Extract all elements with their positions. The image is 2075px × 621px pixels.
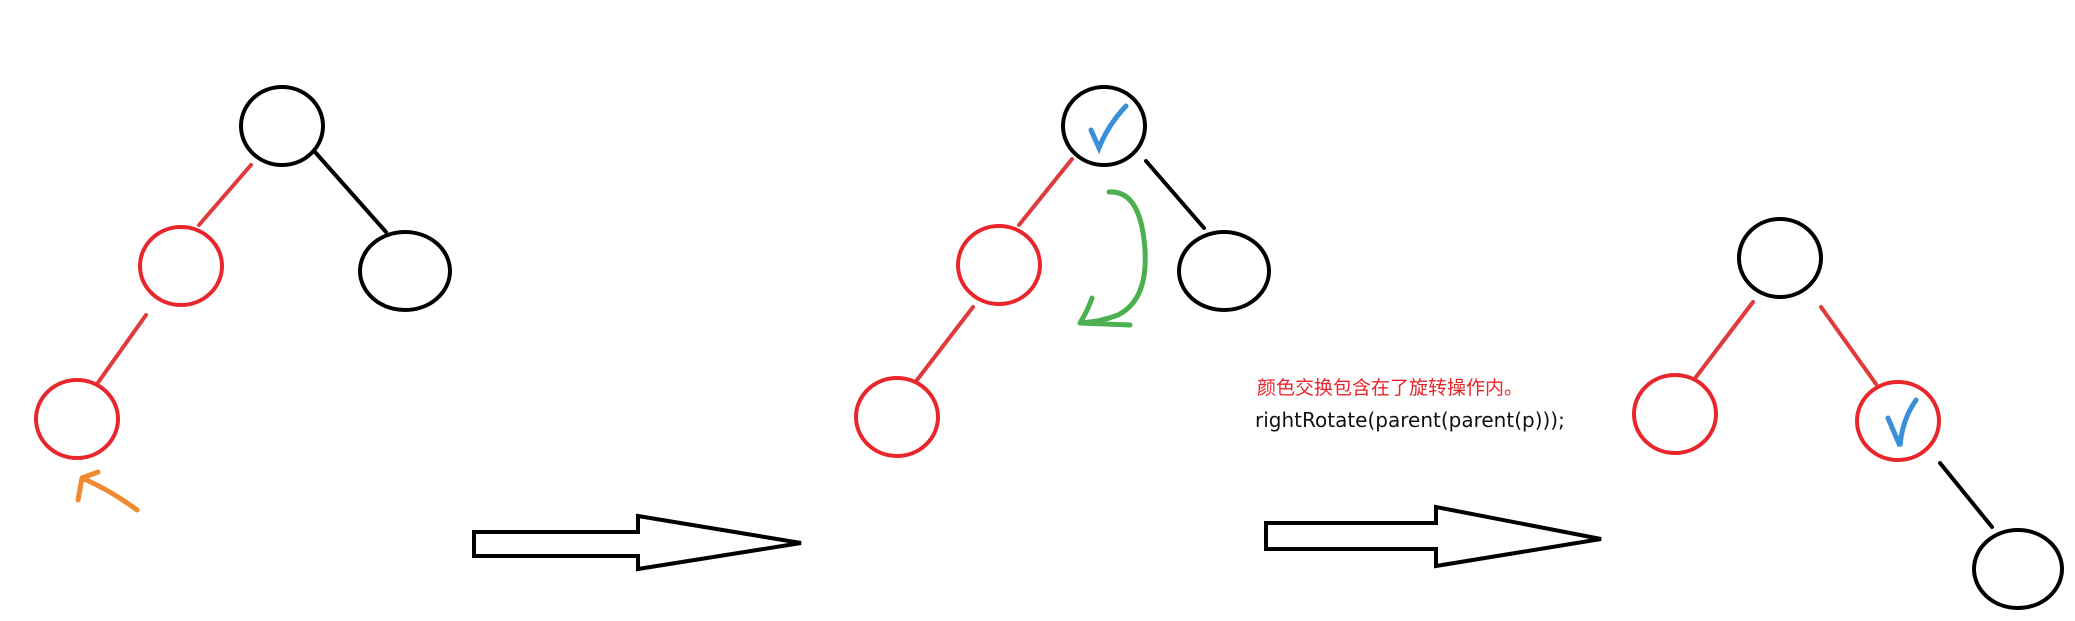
checkmark-icon xyxy=(1088,103,1129,155)
node-red-p xyxy=(34,378,120,460)
curved-arrow-icon xyxy=(1077,189,1148,328)
edge-black xyxy=(1938,461,1994,529)
node-red-left xyxy=(1632,373,1718,455)
node-black-uncle xyxy=(1177,230,1271,312)
color-swap-note: 颜色交换包含在了旋转操作内。 xyxy=(1257,377,1524,399)
node-black-leaf xyxy=(1972,528,2064,610)
node-black-grandparent xyxy=(1061,85,1147,167)
node-red-parent xyxy=(956,224,1042,306)
node-red-right xyxy=(1855,380,1941,462)
edge-red xyxy=(1694,300,1755,379)
edge-red xyxy=(1819,305,1878,386)
edge-black xyxy=(313,150,388,234)
node-red-p xyxy=(854,376,940,458)
right-arrow-icon xyxy=(1264,504,1602,569)
checkmark-icon xyxy=(1885,397,1919,447)
right-arrow-icon xyxy=(472,513,802,572)
tree-before xyxy=(34,85,452,513)
edge-red xyxy=(95,313,148,386)
node-black-root xyxy=(1737,217,1823,299)
tree-middle xyxy=(854,85,1271,458)
rotate-code: rightRotate(parent(parent(p))); xyxy=(1255,408,1565,432)
edge-black xyxy=(1144,159,1206,230)
node-black-grandparent xyxy=(239,85,325,167)
tree-after xyxy=(1632,217,2064,610)
edge-red xyxy=(197,163,253,227)
node-black-uncle xyxy=(358,230,452,312)
node-red-parent xyxy=(138,225,224,307)
pointer-arrow-icon xyxy=(75,469,140,513)
edge-red xyxy=(1017,157,1074,227)
edge-red xyxy=(915,305,975,382)
